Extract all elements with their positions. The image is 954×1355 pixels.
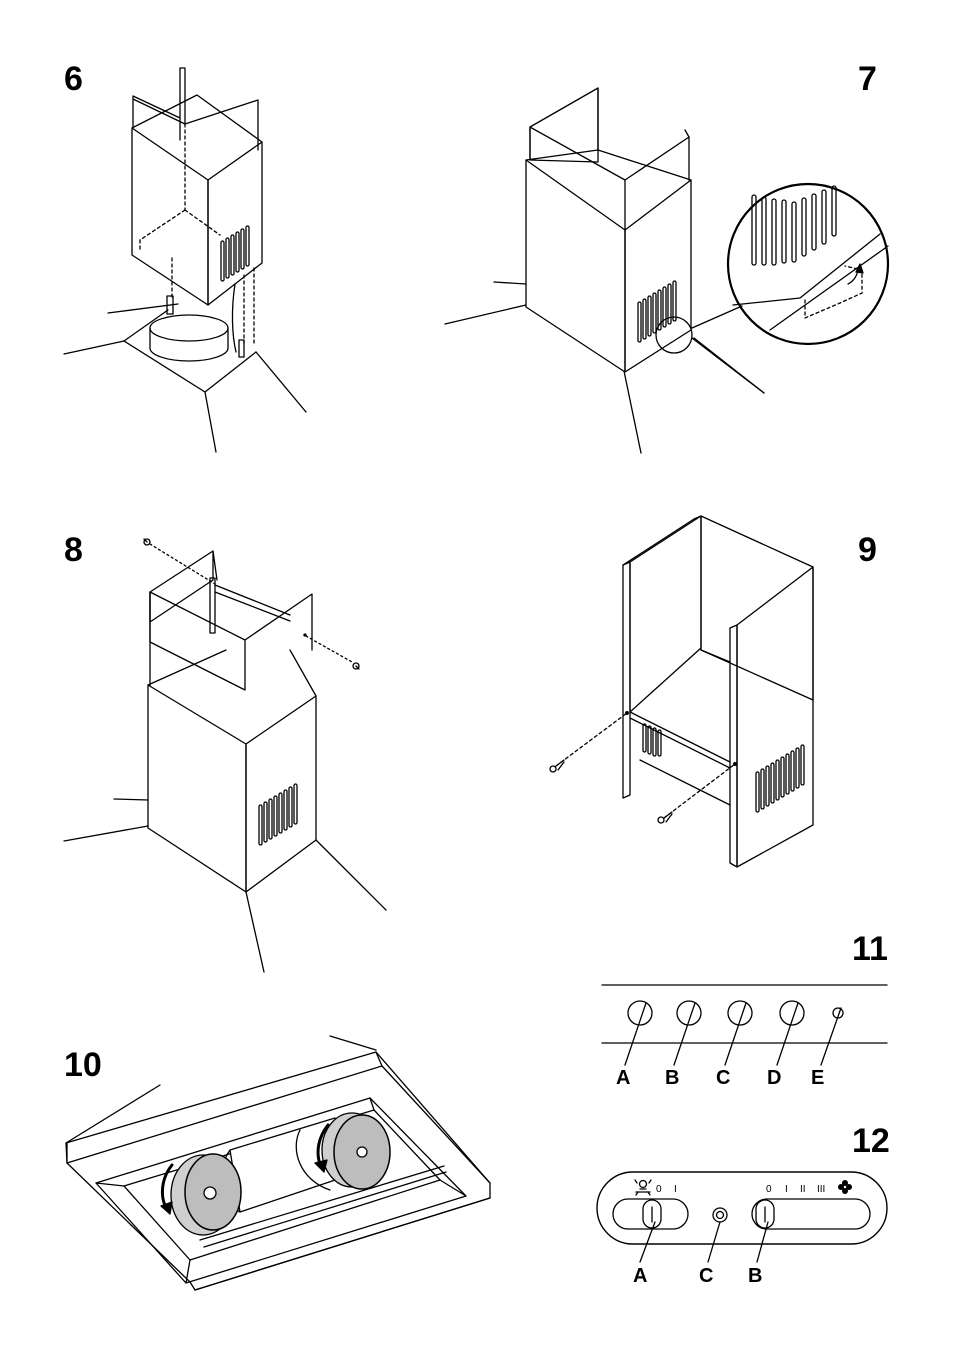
fig12-label-b: B [748,1265,762,1287]
light-bulb-icon [635,1180,651,1195]
fan-switch-mark-0: 0 [766,1184,772,1195]
figure-12-switch-marks: 0 I 0 I II III [656,1184,825,1195]
figure-11-labels: A B C D E [616,1067,824,1089]
light-switch-mark-1: I [674,1184,677,1195]
figure-7-chimney-lower-fixing [445,88,888,453]
figure-11-control-panel-buttons [602,985,887,1065]
fan-icon [838,1180,852,1194]
fig12-label-c: C [699,1265,713,1287]
figure-8-chimney-upper-screws [64,539,386,972]
fig12-label-a: A [633,1265,647,1287]
fan-switch-mark-2: II [800,1184,806,1195]
fig11-label-a: A [616,1067,630,1089]
figure-12-slider-control-panel [597,1172,887,1262]
light-switch-mark-0: 0 [656,1184,662,1195]
fan-switch-mark-3: III [817,1184,825,1195]
fig11-label-e: E [811,1067,824,1089]
fig11-label-b: B [665,1067,679,1089]
figure-10-charcoal-filters [66,1036,490,1290]
fig11-label-c: C [716,1067,730,1089]
figure-9-chimney-crossbar [550,516,813,867]
fan-switch-mark-1: I [785,1184,788,1195]
figure-12-labels: A C B [633,1265,762,1287]
figure-6-chimney-on-hood [64,68,306,452]
fig11-label-d: D [767,1067,781,1089]
